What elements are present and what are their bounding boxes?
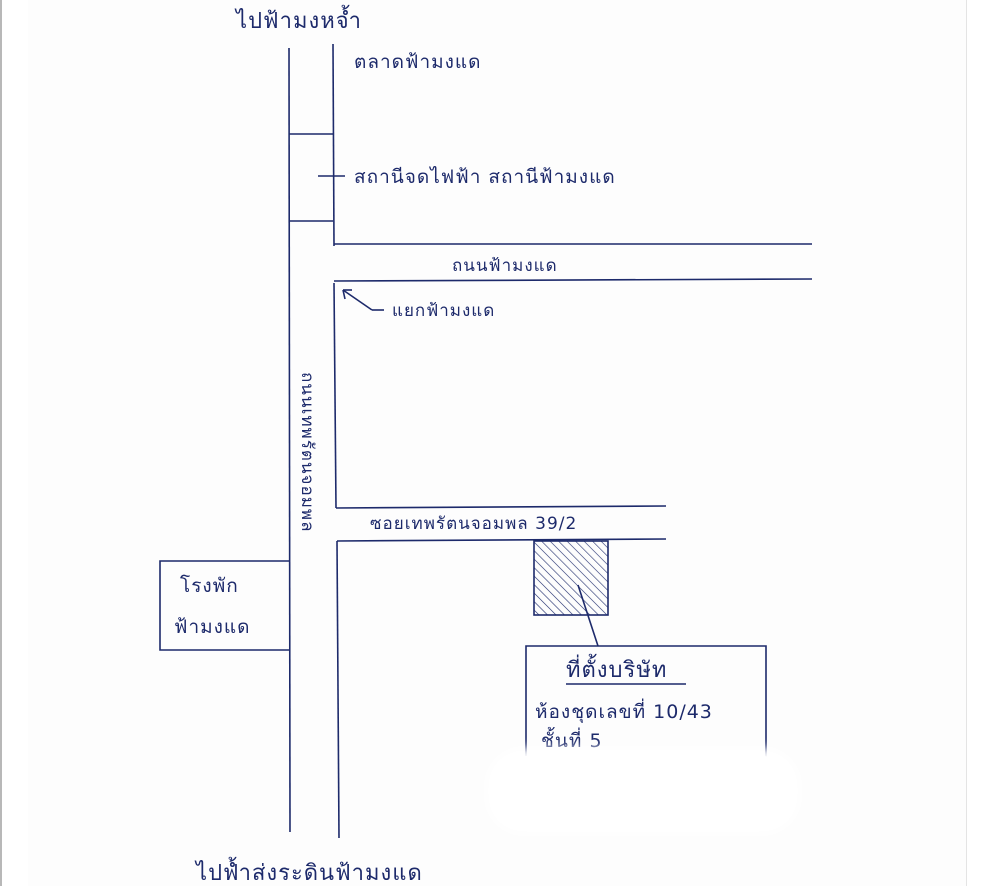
office-address-line1: ห้องชุดเลขที่ 10/43	[535, 698, 713, 724]
north-destination-label: ไปฟ้ามงหจ้ำ	[234, 5, 362, 34]
building-pointer	[577, 584, 599, 647]
soi-bottom-edge	[336, 538, 667, 542]
soi-label: ซอยเทพรัตนจอมพล 39/2	[370, 514, 577, 534]
south-destination-label: ไปฟ้ำส่งระดินฟ้ามงแด	[194, 857, 423, 886]
soi-top-edge	[335, 505, 667, 509]
main-road-left-edge	[288, 47, 291, 833]
main-road-right-edge-lower	[336, 540, 340, 839]
redacted-area	[494, 756, 792, 826]
east-road-bottom-edge	[333, 278, 813, 282]
page-right-edge	[966, 0, 967, 886]
office-address-line2: ชั้นที่ 5	[541, 727, 603, 752]
intersection-arrow	[342, 289, 384, 311]
company-info-box	[525, 645, 767, 762]
company-building	[533, 540, 609, 616]
page-left-edge	[0, 0, 2, 886]
vertical-road-label: ถนนเทพรัตนจอมพล	[297, 372, 317, 533]
main-road-right-edge-upper	[332, 43, 335, 247]
office-title: ที่ตั้งบริษัท	[566, 654, 667, 683]
main-road-right-edge-middle	[333, 282, 337, 509]
landmark-box-left	[159, 560, 289, 651]
landmark-label-line1: โรงพัก	[180, 574, 239, 597]
market-label: ตลาดฟ้ามงแด	[354, 51, 482, 73]
east-road-label: ถนนฟ้ามงแด	[452, 256, 558, 276]
intersection-label: แยกฟ้ามงแด	[392, 301, 495, 321]
station-label: สถานีจดไฟฟ้า สถานีฟ้ามงแด	[354, 166, 616, 188]
paper-sheet	[28, 0, 966, 886]
landmark-label-line2: ฟ้ามงแด	[174, 616, 251, 638]
